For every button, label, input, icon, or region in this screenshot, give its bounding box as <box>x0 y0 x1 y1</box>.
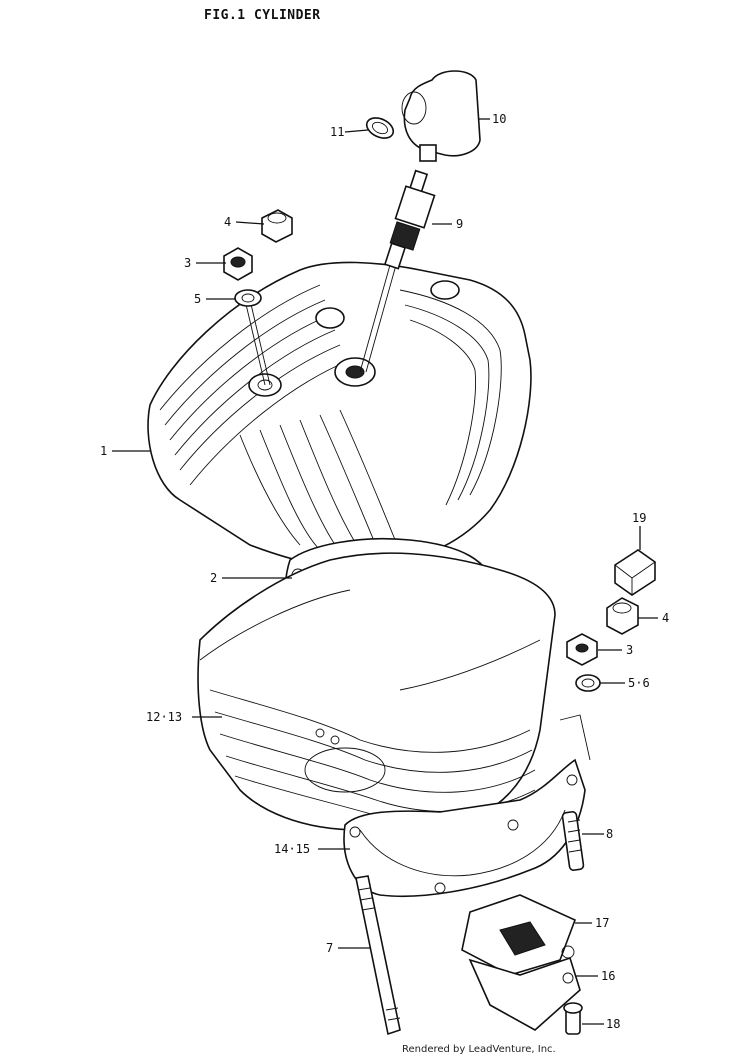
callout-3-left: 3 <box>184 256 191 270</box>
callout-4-left: 4 <box>224 215 231 229</box>
callout-14-15: 14·15 <box>274 842 310 856</box>
nut-right <box>566 633 598 666</box>
stud-long <box>355 875 401 1036</box>
callout-7: 7 <box>326 941 333 955</box>
callout-19: 19 <box>632 511 646 525</box>
spark-plug-cap <box>401 70 481 162</box>
callout-5-left: 5 <box>194 292 201 306</box>
spark-plug-seal <box>365 117 395 139</box>
callout-5-6: 5·6 <box>628 676 650 690</box>
cap-nut-right <box>606 597 639 635</box>
figure-title: FIG.1 CYLINDER <box>204 8 321 23</box>
intake-pipe <box>461 894 581 1031</box>
callout-labels: 1 2 3 4 5 9 10 11 19 4 3 5·6 12·13 8 14·… <box>100 112 669 1031</box>
cap-nut-upper <box>261 209 293 243</box>
callout-1: 1 <box>100 444 107 458</box>
nut-upper <box>223 247 253 281</box>
spark-plug <box>383 169 436 270</box>
stud-short <box>561 811 585 871</box>
callout-9: 9 <box>456 217 463 231</box>
callout-11: 11 <box>330 125 344 139</box>
callout-3-right: 3 <box>626 643 633 657</box>
callout-18: 18 <box>606 1017 620 1031</box>
callout-17: 17 <box>595 916 609 930</box>
callout-2: 2 <box>210 571 217 585</box>
callout-16: 16 <box>601 969 615 983</box>
leader-lines <box>112 118 658 1025</box>
callout-10: 10 <box>492 112 506 126</box>
bolt <box>563 1002 583 1035</box>
cylinder-barrel <box>197 552 556 831</box>
washer-right <box>575 674 601 692</box>
callout-12-13: 12·13 <box>146 710 182 724</box>
footer-credit: Rendered by LeadVenture, Inc. <box>402 1044 556 1055</box>
cap-right <box>614 549 656 596</box>
callout-8: 8 <box>606 827 613 841</box>
washer-upper <box>234 289 262 307</box>
cylinder-head <box>147 261 532 568</box>
base-gasket <box>343 714 591 898</box>
callout-4-right: 4 <box>662 611 669 625</box>
